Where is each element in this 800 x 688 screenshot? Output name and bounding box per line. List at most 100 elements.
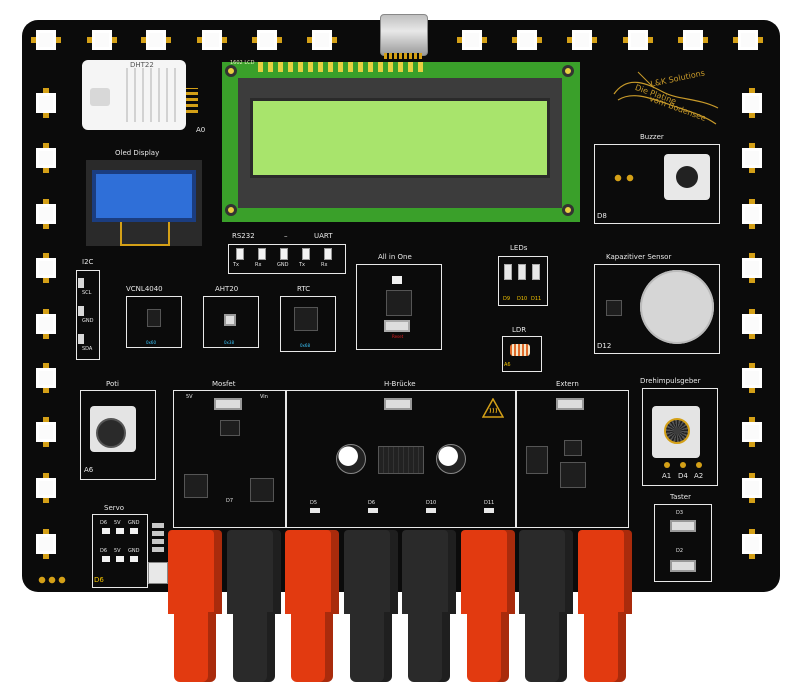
servo-pin[interactable] [102, 528, 110, 534]
servo-pin: D6 [94, 576, 104, 584]
serial-pin[interactable] [302, 248, 310, 260]
aht-addr: 0x38 [224, 340, 235, 345]
taster-label: Taster [670, 493, 691, 501]
drehimpuls-box [642, 388, 718, 486]
encoder-pin [696, 462, 702, 468]
lcd-hole-br [562, 204, 574, 216]
mosfet-chip-2 [250, 478, 274, 502]
rtc-addr: 0x68 [300, 343, 311, 348]
extern-chip-3 [526, 446, 548, 474]
serial-pin[interactable] [236, 248, 244, 260]
usb-c-pins [384, 53, 422, 59]
led-pin-label: D9 [503, 296, 511, 302]
edge-pad [567, 30, 597, 50]
servo-pin-label: GND [128, 548, 140, 554]
banana-jack-body[interactable] [402, 530, 456, 614]
hbruecke-led [426, 508, 436, 513]
hbruecke-button[interactable] [384, 398, 412, 410]
banana-jack-plug[interactable] [232, 612, 275, 682]
ldr-label: LDR [512, 326, 527, 334]
lcd-hole-tl [225, 65, 237, 77]
i2c-pin[interactable] [78, 334, 84, 344]
banana-jack-plug[interactable] [174, 612, 216, 682]
banana-jack-body[interactable] [168, 530, 222, 614]
edge-pad [141, 30, 171, 50]
ldr-sensor [510, 344, 530, 356]
buzzer-pads [614, 174, 638, 182]
rtc-box [280, 296, 336, 352]
hbruecke-pin-label: D10 [426, 500, 437, 506]
banana-jack-body[interactable] [519, 530, 573, 614]
edge-pad [36, 473, 56, 503]
rotary-encoder-knob-icon[interactable] [664, 418, 690, 444]
edge-pad [742, 363, 762, 393]
serial-pin[interactable] [280, 248, 288, 260]
kapazitiv-pad[interactable] [640, 270, 714, 344]
poti-knob-icon[interactable] [96, 418, 126, 448]
servo-connector [148, 562, 168, 584]
edge-pad [252, 30, 282, 50]
i2c-pin-label: GND [82, 318, 94, 324]
serial-header-box [228, 244, 346, 274]
extern-button[interactable] [556, 398, 584, 410]
edge-pad [742, 253, 762, 283]
banana-jack-body[interactable] [343, 530, 398, 614]
encoder-pin-label: A2 [694, 472, 704, 480]
rtc-chip [294, 307, 318, 331]
banana-jack-body[interactable] [285, 530, 339, 614]
mosfet-box [173, 390, 287, 528]
banana-jack-body[interactable] [226, 530, 281, 614]
edge-pad [36, 199, 56, 229]
banana-jack-plug[interactable] [466, 612, 509, 682]
hbruecke-box [285, 390, 517, 528]
mosfet-switch[interactable] [214, 398, 242, 410]
mounting-holes [38, 576, 68, 584]
banana-jack-plug[interactable] [291, 612, 333, 682]
serial-pin-label: Rx [255, 262, 262, 268]
i2c-pin[interactable] [78, 278, 84, 288]
i2c-pin[interactable] [78, 306, 84, 316]
serial-pin-label: Tx [233, 262, 240, 268]
i2c-box [76, 270, 100, 360]
encoder-pin-label: A1 [662, 472, 672, 480]
buzzer-box [594, 144, 720, 224]
taster-d2-label: D2 [676, 548, 684, 554]
kapazitiv-chip [606, 300, 622, 316]
edge-pad [36, 529, 56, 559]
taster-d2-button[interactable] [670, 560, 696, 572]
serial-pin[interactable] [324, 248, 332, 260]
edge-pad [36, 309, 56, 339]
ldr-box [502, 336, 542, 372]
banana-jack-plug[interactable] [349, 612, 392, 682]
i2c-pin-label: SCL [82, 290, 92, 296]
serial-pin[interactable] [258, 248, 266, 260]
reset-button[interactable] [384, 320, 410, 332]
vcnl-chip [147, 309, 161, 327]
banana-jack-plug[interactable] [408, 612, 450, 682]
mosfet-chip-3 [220, 420, 240, 436]
serial-dash: – [284, 232, 288, 240]
servo-pin[interactable] [130, 556, 138, 562]
lcd-screen [250, 98, 550, 178]
banana-jack-body[interactable] [577, 530, 632, 614]
banana-jack-plug[interactable] [525, 612, 567, 682]
taster-d3-button[interactable] [670, 520, 696, 532]
edge-pad [742, 199, 762, 229]
servo-pin[interactable] [116, 528, 124, 534]
edge-pad [36, 88, 56, 118]
banana-jack-plug[interactable] [583, 612, 626, 682]
mosfet-chip-1 [184, 474, 208, 498]
servo-pin-label: 5V [114, 520, 121, 526]
servo-pin[interactable] [102, 556, 110, 562]
edge-pad [678, 30, 708, 50]
banana-jack-body[interactable] [460, 530, 515, 614]
hbruecke-cap-left [336, 444, 366, 474]
edge-pad [623, 30, 653, 50]
servo-pin[interactable] [116, 556, 124, 562]
vcnl-addr: 0x60 [146, 340, 157, 345]
oled-screen [92, 170, 196, 222]
hbruecke-led [484, 508, 494, 513]
edge-pad [36, 363, 56, 393]
serial-pin-label: Rx [321, 262, 328, 268]
servo-pin[interactable] [130, 528, 138, 534]
